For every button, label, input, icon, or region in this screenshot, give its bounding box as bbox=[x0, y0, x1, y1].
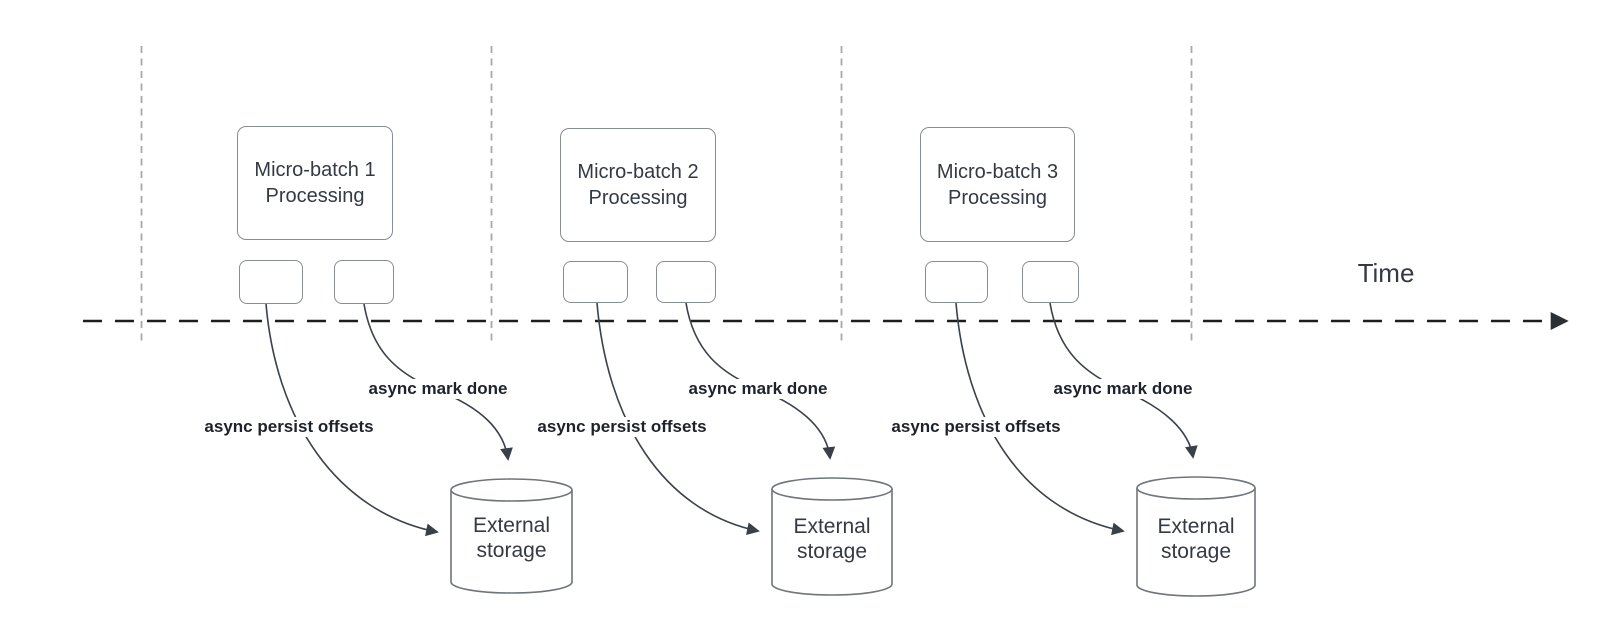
mark-done-label-1: async mark done bbox=[363, 379, 513, 399]
external-storage-cylinder-1 bbox=[450, 478, 573, 594]
micro-batch-3-processing-box: Micro-batch 3 Processing bbox=[920, 127, 1075, 242]
offset-task-rect-3 bbox=[925, 261, 988, 303]
persist-offsets-arrow-3 bbox=[955, 302, 1125, 536]
persist-offsets-arrow-1 bbox=[265, 303, 439, 537]
commit-task-rect-1 bbox=[334, 260, 394, 304]
persist-offsets-label-2: async persist offsets bbox=[532, 417, 712, 437]
box-label-line1: Micro-batch 2 bbox=[577, 161, 699, 183]
time-axis-label: Time bbox=[1357, 258, 1415, 288]
commit-task-rect-3 bbox=[1022, 261, 1079, 303]
mark-done-label-2: async mark done bbox=[683, 379, 833, 399]
persist-offsets-arrow-2 bbox=[596, 302, 760, 536]
micro-batch-1-processing-box: Micro-batch 1 Processing bbox=[237, 126, 393, 240]
box-label-line1: Micro-batch 1 bbox=[254, 159, 376, 181]
micro-batch-2-processing-box: Micro-batch 2 Processing bbox=[560, 128, 716, 242]
box-label-line2: Processing bbox=[265, 185, 365, 207]
offset-task-rect-1 bbox=[239, 260, 303, 304]
box-label-line1: Micro-batch 3 bbox=[936, 160, 1059, 183]
persist-offsets-label-1: async persist offsets bbox=[199, 417, 379, 437]
offset-task-rect-2 bbox=[563, 261, 628, 303]
box-label-line2: Processing bbox=[588, 187, 688, 209]
mark-done-label-3: async mark done bbox=[1048, 379, 1198, 399]
persist-offsets-label-3: async persist offsets bbox=[886, 417, 1066, 437]
commit-task-rect-2 bbox=[656, 261, 716, 303]
box-label-line2: Processing bbox=[948, 186, 1047, 209]
external-storage-cylinder-2 bbox=[771, 477, 893, 596]
external-storage-cylinder-3 bbox=[1136, 476, 1256, 597]
